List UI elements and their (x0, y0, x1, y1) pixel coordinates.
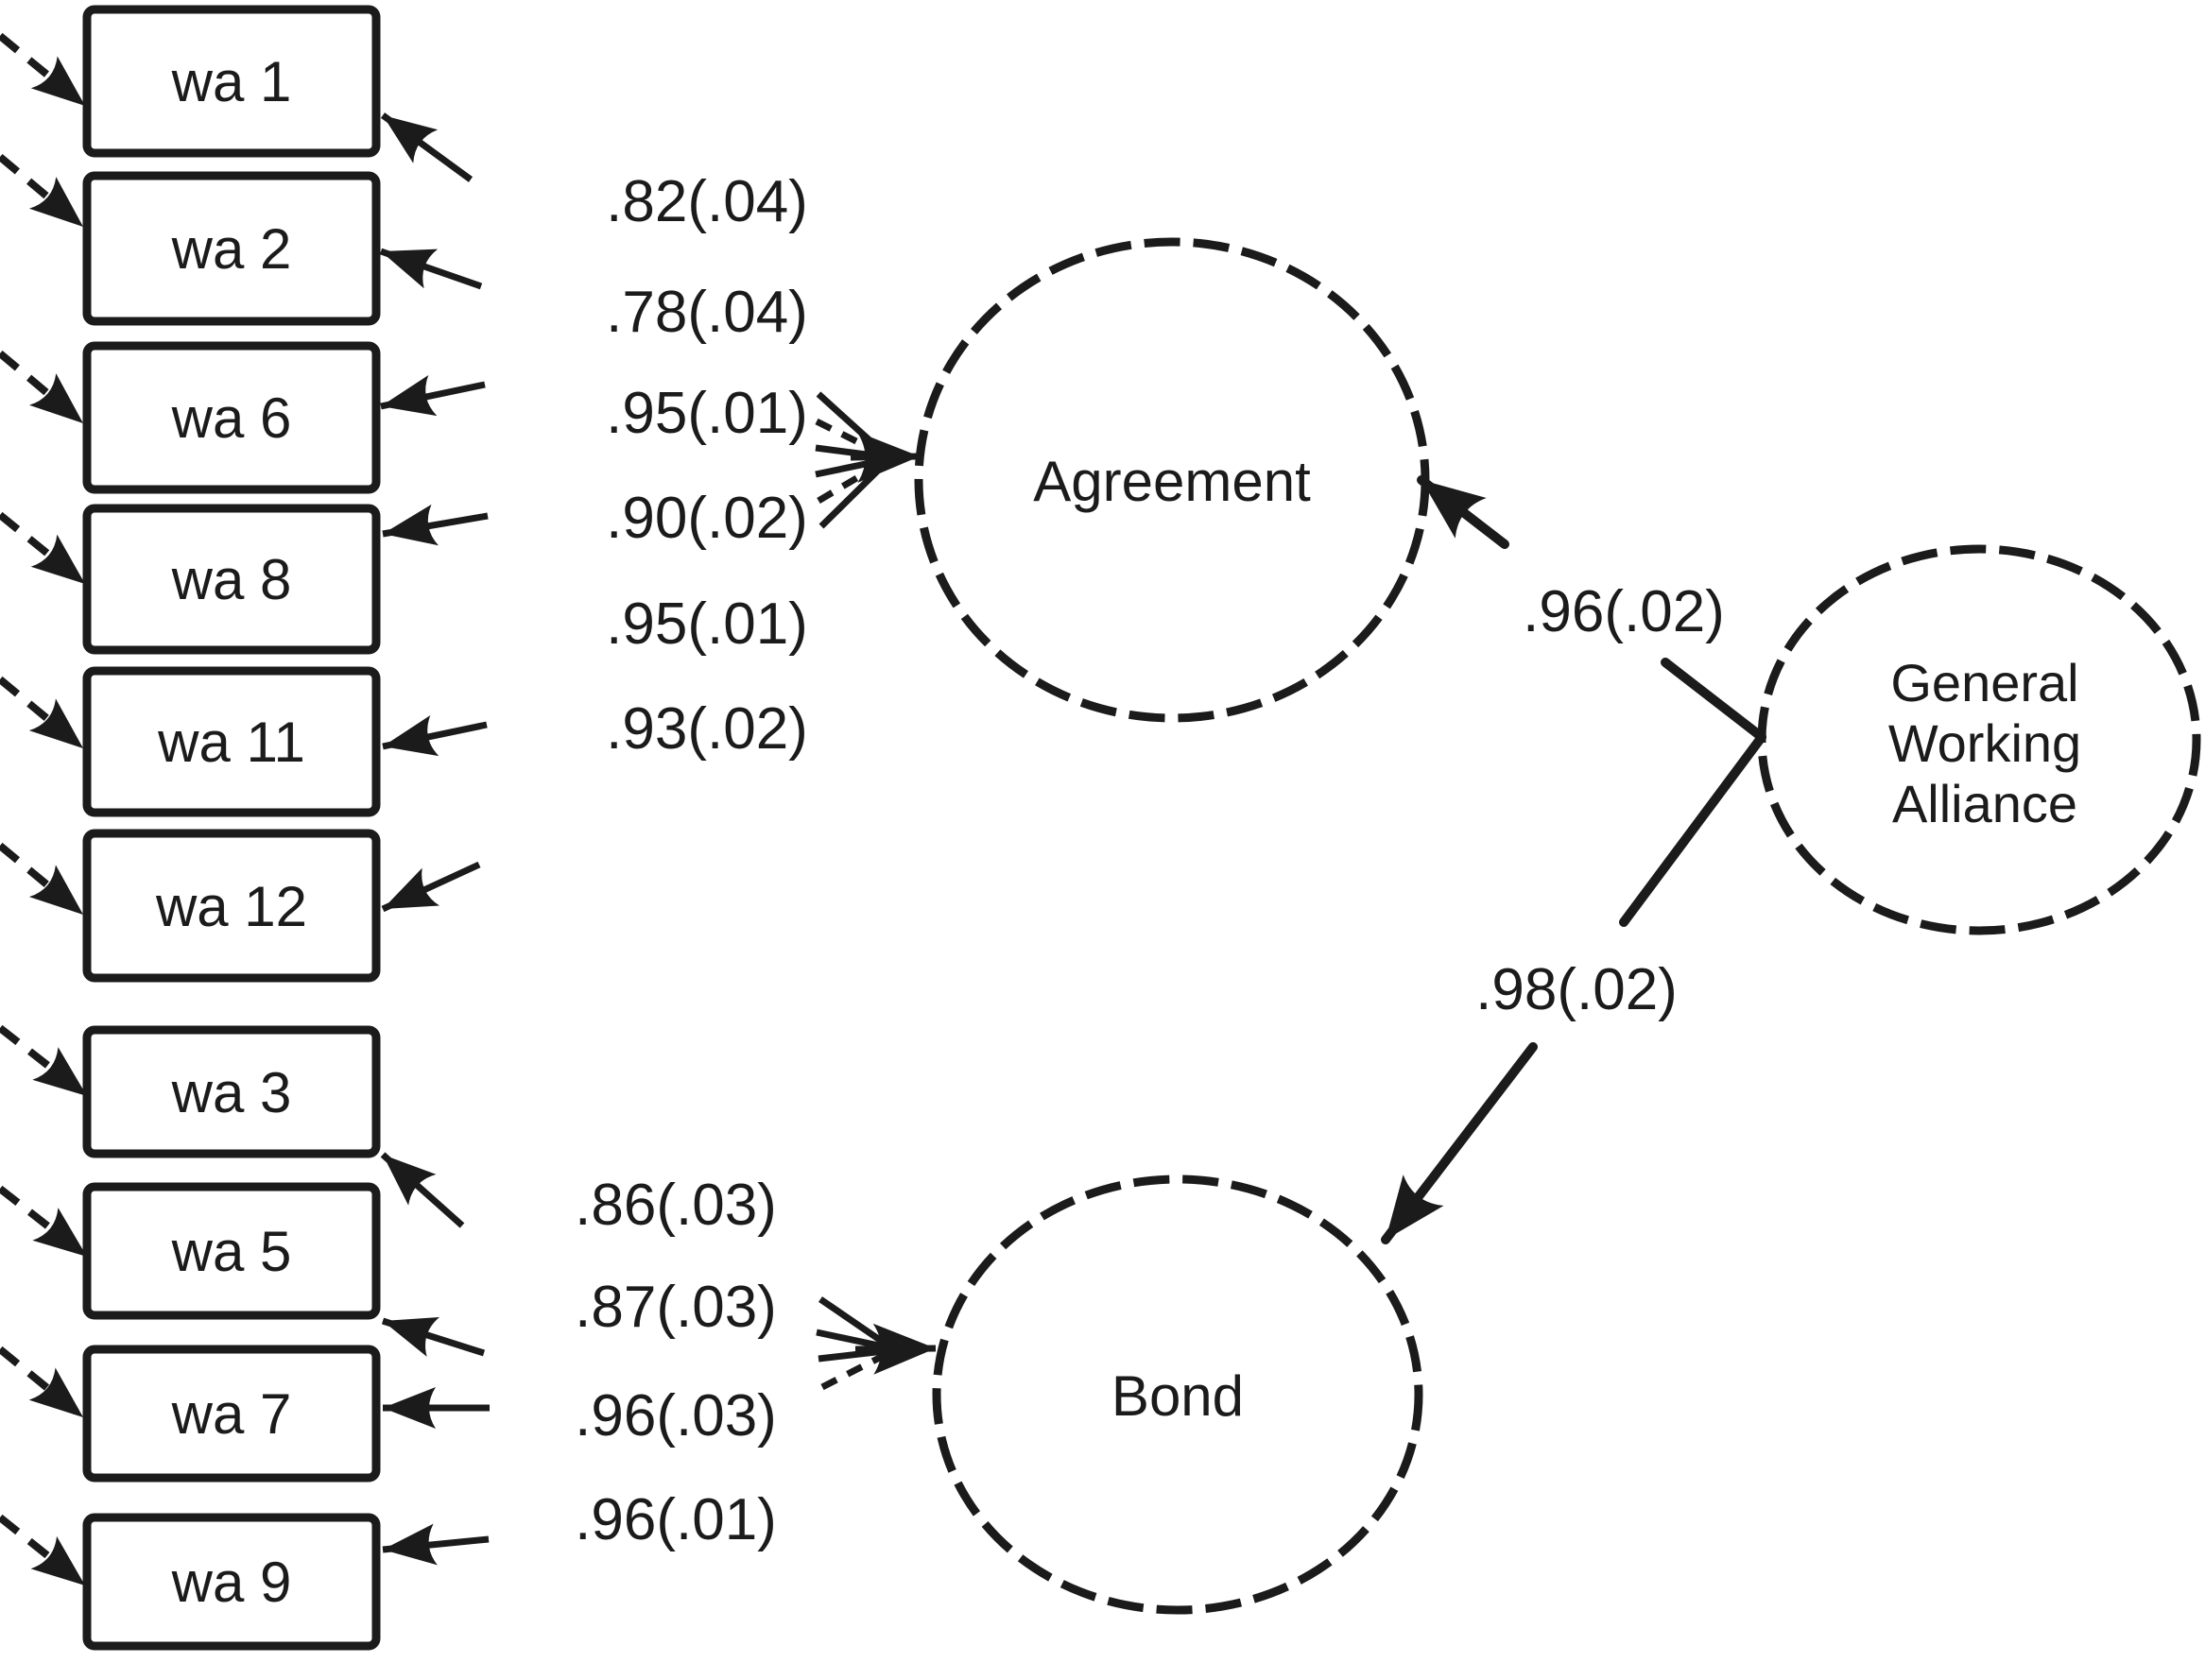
box-rect (82, 1513, 381, 1651)
indicator-boxes: wa 1 wa 2 wa 6 wa 8 wa 11 wa 12 wa 3 wa (82, 5, 381, 1651)
indicator-box-wa-3: wa 3 (82, 1025, 381, 1158)
path-gwa-agreement-value: .96(.02) (1523, 579, 1725, 644)
loading-value: .96(.03) (575, 1383, 777, 1449)
box-label: wa 7 (171, 1382, 292, 1446)
loading-value: .87(.03) (575, 1275, 777, 1340)
loading-value: .86(.03) (575, 1173, 777, 1238)
error-arrow-wa-9 (0, 1514, 88, 1589)
box-label: wa 3 (171, 1061, 292, 1124)
factor-agreement: Agreement (914, 237, 1430, 723)
indicator-box-wa-9: wa 9 (82, 1513, 381, 1651)
loading-arrow-wa-11 (382, 715, 488, 757)
error-arrow-wa-7 (0, 1346, 86, 1421)
loading-value: .82(.04) (606, 169, 808, 234)
indicator-box-wa-7: wa 7 (82, 1345, 381, 1483)
loading-arrow-wa-1 (380, 112, 474, 182)
indicator-box-wa-12: wa 12 (82, 829, 381, 983)
error-arrow-wa-12 (0, 842, 86, 918)
error-arrow-wa-5 (0, 1185, 90, 1260)
loading-arrow-wa-6 (380, 375, 486, 417)
error-arrow-wa-11 (0, 676, 86, 752)
gwa-label-line-1: General (1890, 653, 2078, 712)
loading-labels: .82(.04) .78(.04) .95(.01) .90(.02) .95(… (575, 169, 808, 1552)
indicator-box-wa-1: wa 1 (82, 5, 381, 158)
box-label: wa 2 (171, 217, 292, 281)
box-rect (82, 666, 381, 817)
indicator-box-wa-11: wa 11 (82, 666, 381, 817)
box-label: wa 1 (171, 50, 292, 113)
error-arrow-wa-3 (0, 1024, 90, 1100)
error-arrow-wa-1 (0, 32, 88, 110)
loading-arrow-wa-5 (381, 1316, 486, 1357)
loading-arrows (379, 112, 490, 1566)
fan-arrowhead-line (850, 431, 921, 483)
path-gwa-bond-value: .98(.02) (1475, 957, 1678, 1022)
indicator-box-wa-8: wa 8 (82, 504, 381, 655)
bond-loading-fan (816, 1296, 937, 1391)
path-gwa-to-bond-segment-2 (1381, 1042, 1538, 1244)
loading-value: .78(.04) (606, 280, 808, 345)
path-gwa-to-agreement-segment-1 (1661, 658, 1766, 742)
box-label: wa 9 (171, 1551, 292, 1614)
structural-paths: .96(.02) .98(.02) (1381, 475, 1766, 1244)
error-arrows (0, 32, 90, 1589)
error-arrow-wa-2 (0, 153, 86, 231)
loading-value: .90(.02) (606, 486, 808, 551)
box-rect (82, 341, 381, 494)
bond-label: Bond (1111, 1364, 1244, 1428)
bond-ellipse (932, 1174, 1423, 1615)
box-rect (82, 504, 381, 655)
box-label: wa 8 (171, 548, 292, 611)
indicator-box-wa-6: wa 6 (82, 341, 381, 494)
error-arrow-wa-6 (0, 350, 86, 427)
box-label: wa 6 (171, 386, 292, 450)
box-rect (82, 1025, 381, 1158)
box-label: wa 11 (157, 711, 305, 774)
indicator-box-wa-5: wa 5 (82, 1182, 381, 1320)
loading-value: .93(.02) (606, 696, 808, 762)
factor-bond: Bond (932, 1174, 1423, 1615)
loading-arrow-wa-3 (380, 1152, 465, 1228)
box-rect (82, 1345, 381, 1483)
indicator-box-wa-2: wa 2 (82, 171, 381, 326)
loading-arrow-wa-8 (382, 504, 489, 546)
box-rect (82, 1182, 381, 1320)
factor-general-working-alliance: General Working Alliance (1757, 544, 2201, 935)
agreement-label: Agreement (1033, 450, 1311, 513)
box-rect (82, 829, 381, 983)
path-gwa-to-bond-segment-1 (1619, 732, 1766, 927)
box-rect (82, 171, 381, 326)
box-label: wa 5 (171, 1220, 292, 1283)
loading-arrow-wa-12 (381, 861, 481, 913)
gwa-label-line-2: Working (1888, 713, 2081, 773)
loading-value: .95(.01) (606, 381, 808, 446)
gwa-label-line-3: Alliance (1892, 774, 2077, 833)
box-rect (82, 5, 381, 158)
loading-arrow-wa-2 (379, 248, 483, 290)
loading-value: .95(.01) (606, 591, 808, 657)
fan-arrowhead-line (854, 1323, 937, 1375)
error-arrow-wa-8 (0, 511, 88, 588)
loading-arrow-wa-9 (382, 1523, 490, 1566)
agreement-loading-fan (815, 391, 921, 529)
box-label: wa 12 (155, 875, 307, 938)
loading-value: .96(.01) (575, 1487, 777, 1552)
path-gwa-to-agreement-segment-2 (1417, 475, 1509, 549)
